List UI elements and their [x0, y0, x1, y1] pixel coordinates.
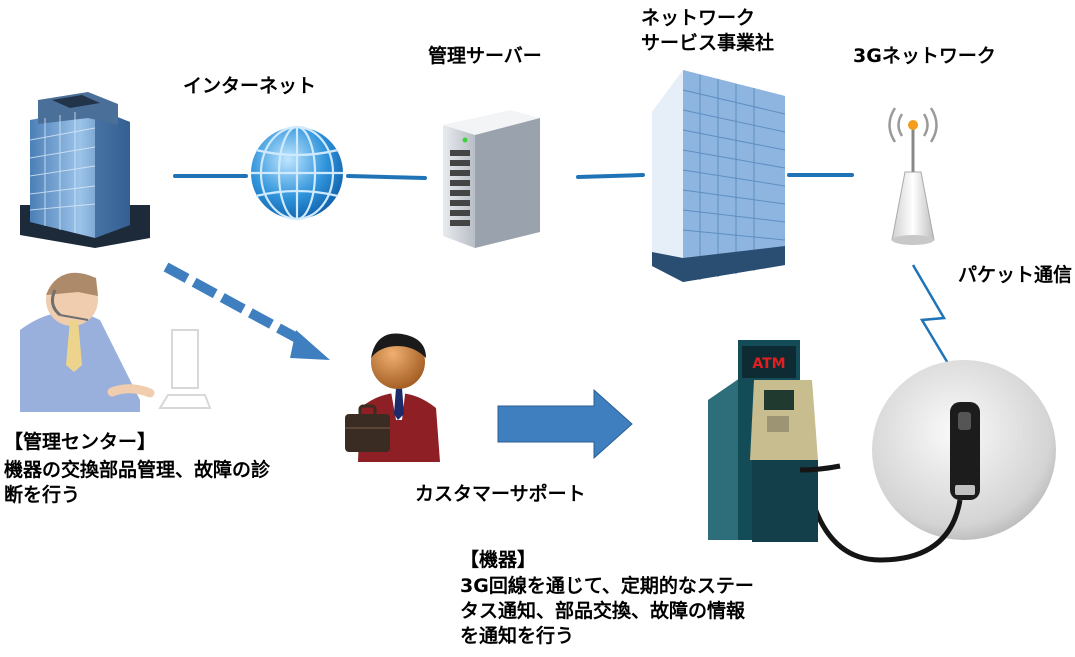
internet-label: インターネット	[183, 75, 317, 97]
globe-icon	[251, 125, 343, 221]
customer-support-label: カスタマーサポート	[415, 483, 586, 505]
office-building-icon	[20, 92, 150, 248]
network-provider-label: ネットワーク サービス事業社	[641, 7, 775, 54]
businessman-icon	[345, 333, 440, 462]
atm-sign: ATM	[752, 356, 785, 372]
device-title: 【機器】	[460, 549, 537, 571]
network-3g-label: 3Gネットワーク	[853, 45, 996, 67]
mgmt-server-label: 管理サーバー	[428, 45, 542, 67]
lightning-bolt	[911, 264, 957, 376]
server-icon	[443, 110, 540, 248]
device-desc: 3G回線を通じて、定期的なステー タス通知、部品交換、故障の情報 を通知を行う	[460, 575, 754, 647]
connection-lines	[173, 173, 854, 180]
big-arrow	[497, 388, 633, 460]
usb-modem-icon	[802, 360, 1056, 563]
atm-icon: ATM	[708, 340, 841, 542]
operator-icon	[20, 272, 212, 412]
skyscraper-icon	[652, 70, 786, 282]
packet-label: パケット通信	[958, 264, 1073, 286]
mgmt-center-desc: 機器の交換部品管理、故障の診 断を行う	[4, 459, 271, 506]
mgmt-center-title: 【管理センター】	[4, 431, 157, 453]
antenna-icon	[888, 107, 938, 245]
dashed-arrow	[163, 262, 330, 360]
